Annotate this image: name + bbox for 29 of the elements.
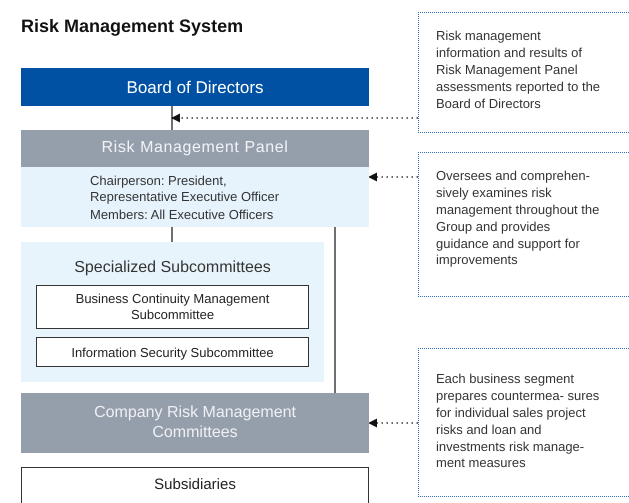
label: Company Risk Management Committees [93,403,297,443]
note-text: Each business segment prepares countermea- sures for individual sales project risks and loan and investments risk manage- ment measures [436,371,600,472]
arrow [368,172,418,182]
label: Information Security Subcommittee [70,345,275,362]
member-text: Members: All Executive Officers [90,207,274,224]
subcommittee-box [36,337,309,367]
label: Subsidiaries [153,476,237,495]
note-box [418,348,629,497]
arrow [171,114,418,122]
panel-heading: Risk Management Panel [100,138,290,158]
member-text: Chairperson: President, Representative Executive Officer [90,173,280,206]
committee-box [21,393,369,453]
note-text: Risk management information and results of Risk Management Panel assessments reported to the Board of Directors [436,28,602,112]
subcommittee-group [21,242,324,382]
connector-line [334,227,336,393]
note-text: Oversees and comprehen- sively examines risk management throughout the Group and provides guidance and support for improvements [436,168,600,270]
subsidiaries-box [21,467,369,503]
label: Business Continuity Management Subcommittee [74,291,270,324]
heading: Board of Directors [126,77,264,98]
subcommittee-box [36,285,309,329]
connector-line [171,106,173,130]
diagram-title: Risk Management System [21,16,244,37]
group-heading: Specialized Subcommittees [73,258,272,278]
panel-box [21,130,369,227]
arrow [368,418,418,428]
note-box [418,152,629,297]
connector-line [171,227,173,242]
note-box [418,12,629,133]
board-box [21,68,369,106]
